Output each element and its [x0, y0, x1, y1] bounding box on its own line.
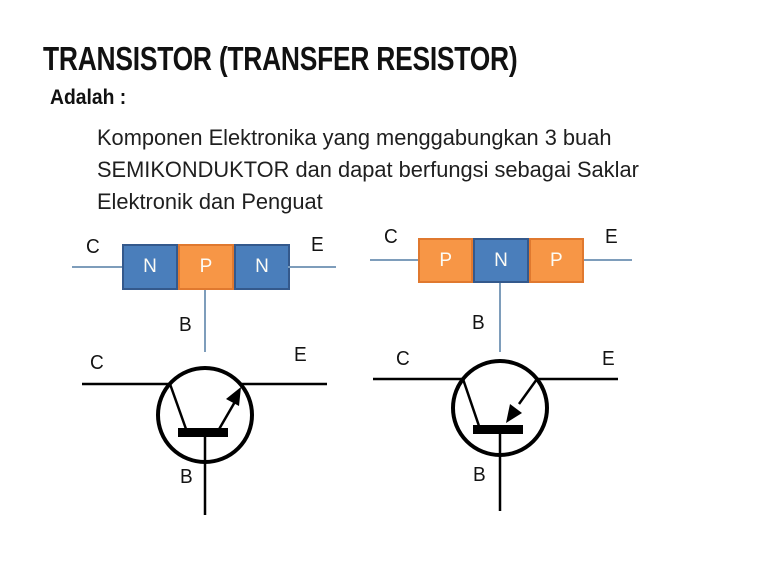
pnp-symbol-collector-label: C	[396, 348, 410, 370]
pnp-block-collector-label: C	[384, 226, 398, 248]
pnp-block-segment-p1: P	[418, 238, 474, 283]
pnp-block-emitter-lead-line	[584, 259, 632, 261]
npn-symbol-collector-diagonal	[168, 383, 188, 430]
segment-label: P	[549, 249, 563, 271]
segment-label: N	[255, 256, 269, 277]
npn-block-segments: N P N	[122, 244, 290, 290]
npn-block-emitter-label: E	[311, 234, 324, 256]
pnp-symbol-emitter-diagonal	[517, 378, 539, 405]
npn-block-segment-p: P	[178, 244, 234, 290]
npn-symbol-emitter-diagonal	[216, 399, 238, 432]
npn-symbol-base-bar	[178, 428, 228, 437]
pnp-symbol-base-label: B	[473, 464, 486, 486]
npn-block-emitter-lead-line	[288, 266, 336, 268]
npn-block-segment-n1: N	[122, 244, 178, 290]
segment-label: P	[439, 249, 452, 271]
slide-subtitle: Adalah :	[50, 86, 127, 109]
pnp-block-collector-lead-line	[370, 259, 418, 261]
segment-label: N	[143, 256, 157, 277]
npn-block-collector-label: C	[86, 236, 100, 258]
npn-block-base-lead-line	[204, 290, 206, 352]
segment-label: P	[199, 256, 213, 277]
npn-symbol-emitter-arrowhead	[226, 387, 241, 406]
pnp-block-base-lead-line	[499, 283, 501, 352]
pnp-symbol-collector-diagonal	[461, 378, 481, 427]
segment-label: N	[494, 249, 508, 271]
slide-body-text: Komponen Elektronika yang menggabungkan …	[97, 125, 639, 214]
npn-symbol-emitter-label: E	[294, 344, 307, 366]
npn-block-collector-lead-line	[72, 266, 122, 268]
pnp-block-emitter-label: E	[605, 226, 618, 248]
pnp-block-segment-n: N	[473, 238, 529, 283]
npn-block-base-label: B	[179, 314, 192, 336]
pnp-transistor-symbol	[373, 359, 618, 511]
npn-symbol-collector-label: C	[90, 352, 104, 374]
pnp-block-segments: P N P	[418, 238, 584, 283]
npn-symbol-base-label: B	[180, 466, 193, 488]
pnp-symbol-emitter-arrowhead	[506, 404, 522, 423]
pnp-symbol-base-bar	[473, 425, 523, 434]
pnp-block-base-label: B	[472, 312, 485, 334]
npn-block-segment-n2: N	[234, 244, 290, 290]
slide-title: TRANSISTOR (TRANSFER RESISTOR)	[43, 40, 518, 77]
npn-transistor-symbol	[82, 366, 327, 515]
pnp-symbol-emitter-label: E	[602, 348, 615, 370]
pnp-block-segment-p2: P	[528, 238, 584, 283]
